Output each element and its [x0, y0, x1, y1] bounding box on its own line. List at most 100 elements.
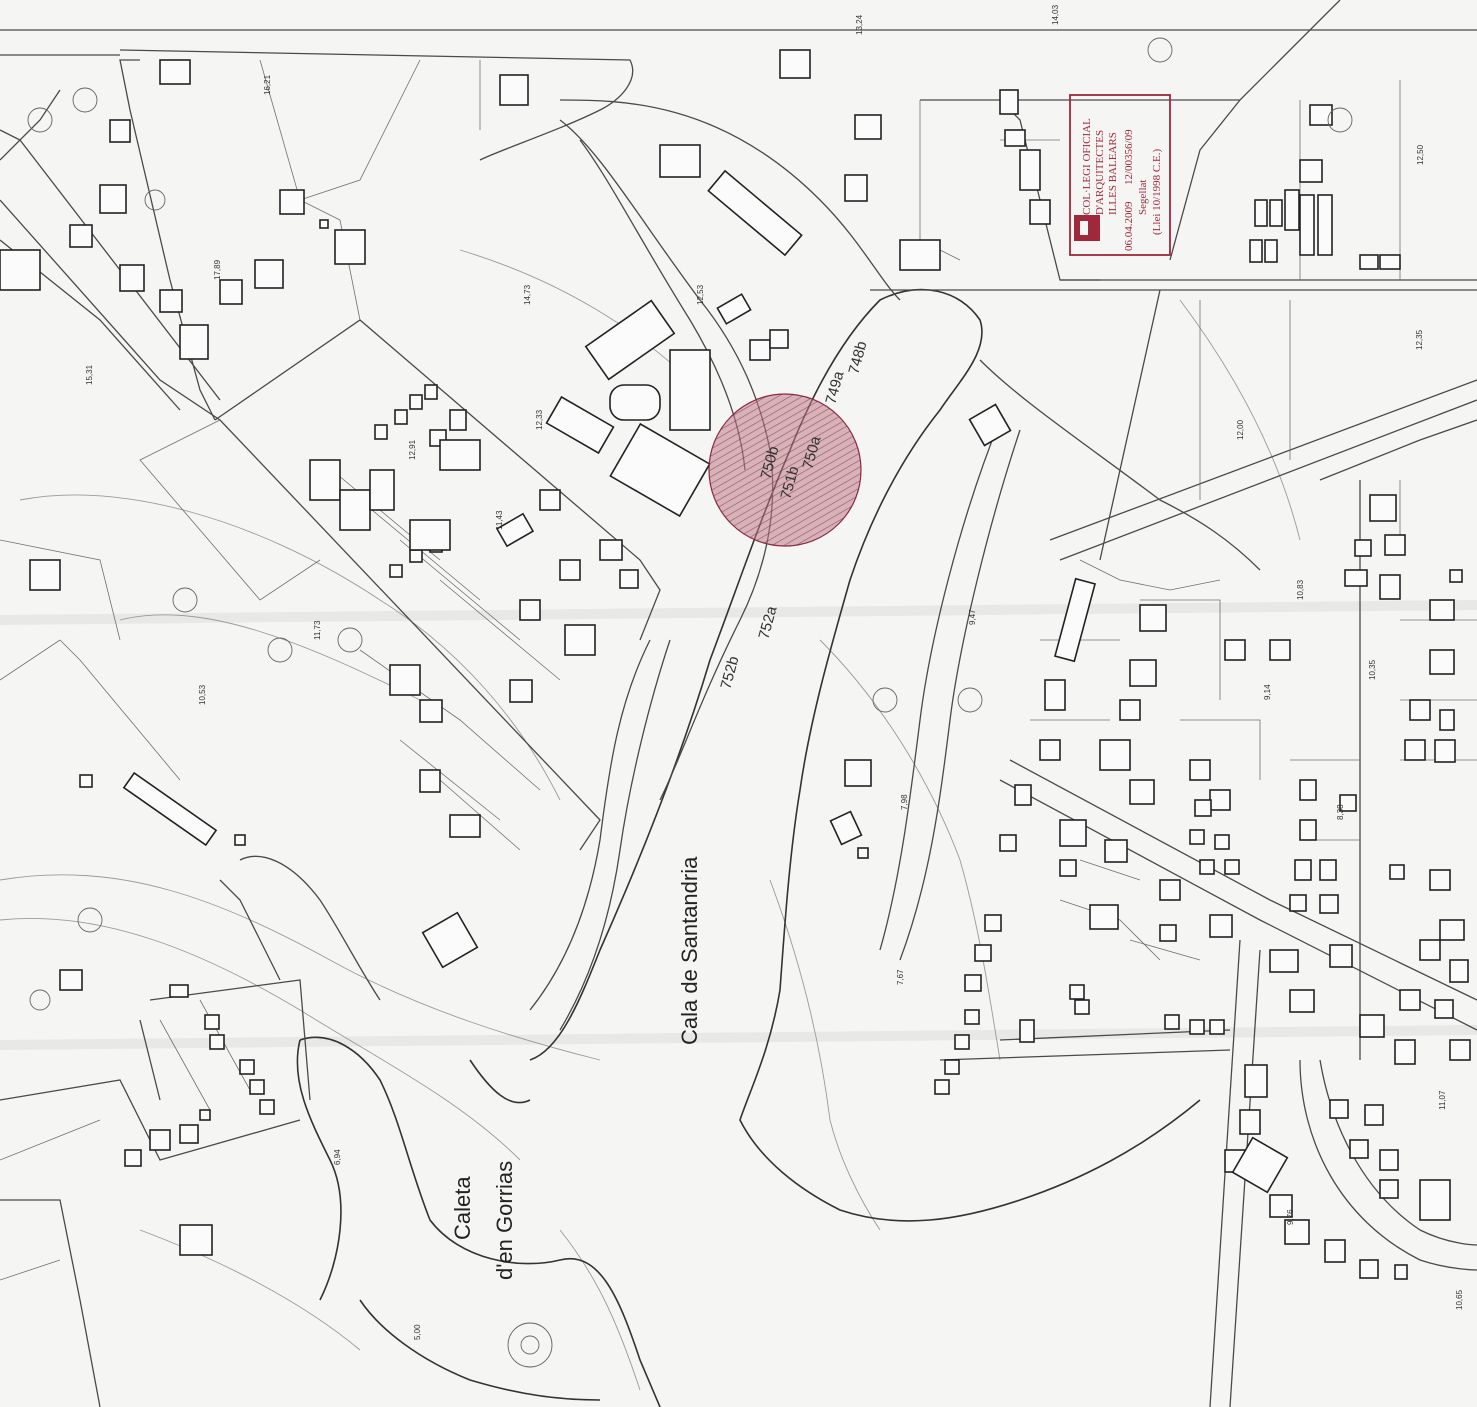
building: [716, 293, 752, 325]
spot-height: 6,94: [333, 1149, 342, 1165]
bay-name-label: Cala de Santandria: [677, 856, 702, 1045]
building: [389, 664, 421, 696]
building: [1254, 199, 1268, 227]
building: [1349, 1139, 1369, 1159]
building: [279, 189, 305, 215]
building: [1369, 494, 1397, 522]
spot-height: 14,03: [1051, 4, 1060, 25]
building: [1129, 779, 1155, 805]
building: [99, 184, 127, 214]
spot-height: 12,35: [1415, 329, 1424, 350]
building: [239, 1059, 255, 1075]
building: [204, 1014, 220, 1030]
building: [1069, 984, 1085, 1000]
building: [259, 1099, 275, 1115]
building: [179, 1224, 213, 1256]
spot-height: 16,21: [263, 74, 272, 95]
building: [1074, 999, 1090, 1015]
building: [1319, 859, 1337, 881]
building: [1404, 739, 1426, 761]
building: [394, 409, 408, 425]
building: [1269, 639, 1291, 661]
building: [309, 459, 341, 501]
building: [1214, 834, 1230, 850]
building: [1399, 989, 1421, 1011]
spot-height: 12,33: [535, 409, 544, 430]
building: [1289, 989, 1315, 1013]
building: [319, 219, 329, 229]
building: [1159, 924, 1177, 942]
building: [1324, 1239, 1346, 1263]
building: [419, 699, 443, 723]
spot-height: 14,73: [523, 284, 532, 305]
building: [1004, 129, 1026, 147]
building: [419, 769, 441, 793]
building: [857, 847, 869, 859]
building: [1359, 254, 1379, 270]
spot-height: 5,00: [413, 1324, 422, 1340]
building: [159, 59, 191, 85]
highlighted-plot-circle[interactable]: [708, 393, 862, 547]
building: [249, 1079, 265, 1095]
building: [1209, 1019, 1225, 1035]
building: [1119, 699, 1141, 721]
building: [1284, 189, 1300, 231]
building: [769, 329, 789, 349]
building: [1384, 534, 1406, 556]
building: [1289, 894, 1307, 912]
building: [1419, 939, 1441, 961]
building: [934, 1079, 950, 1095]
spot-height: 12,91: [408, 439, 417, 460]
building: [564, 624, 596, 656]
building: [1139, 604, 1167, 632]
spot-heights: 16,21 17,89 15,31 14,73 12,53 12,00 12,5…: [85, 4, 1464, 1340]
spot-height: 10,65: [1455, 1289, 1464, 1310]
building: [1129, 659, 1157, 687]
building: [1419, 1179, 1451, 1221]
building: [1249, 239, 1263, 263]
stamp-line3: ILLES BALEARS: [1107, 132, 1119, 215]
building: [1194, 799, 1212, 817]
building: [829, 810, 863, 846]
building: [984, 914, 1002, 932]
building: [1294, 859, 1312, 881]
building: [421, 911, 479, 969]
building: [439, 439, 481, 471]
building: [1317, 194, 1333, 256]
building: [109, 119, 131, 143]
stamp-date: 06.04.2009: [1123, 201, 1135, 251]
building: [1329, 944, 1353, 968]
building: [1449, 569, 1463, 583]
spot-height: 12,53: [696, 284, 705, 305]
building: [1059, 819, 1087, 847]
building: [1329, 1099, 1349, 1119]
building: [1284, 1219, 1310, 1245]
building: [234, 834, 246, 846]
building: [1439, 919, 1465, 941]
building: [559, 559, 581, 581]
building: [1224, 639, 1246, 661]
building: [1359, 1014, 1385, 1038]
building: [389, 564, 403, 578]
building: [79, 774, 93, 788]
building: [1039, 739, 1061, 761]
building: [1189, 829, 1205, 845]
building: [1389, 864, 1405, 880]
building: [1434, 739, 1456, 763]
building: [1104, 839, 1128, 863]
building: [1359, 1259, 1379, 1279]
building: [1379, 574, 1401, 600]
building: [1059, 859, 1077, 877]
building: [968, 403, 1012, 447]
building: [944, 1059, 960, 1075]
spot-height: 11,07: [1438, 1090, 1447, 1110]
building: [339, 489, 371, 531]
cove-name-label-line1: Caleta: [450, 1176, 475, 1240]
building: [1269, 199, 1283, 227]
building: [1269, 1194, 1293, 1218]
stamp-line2: D'ARQUITECTES: [1094, 130, 1106, 215]
building: [1429, 649, 1455, 675]
building: [1364, 1104, 1384, 1126]
building: [334, 229, 366, 265]
